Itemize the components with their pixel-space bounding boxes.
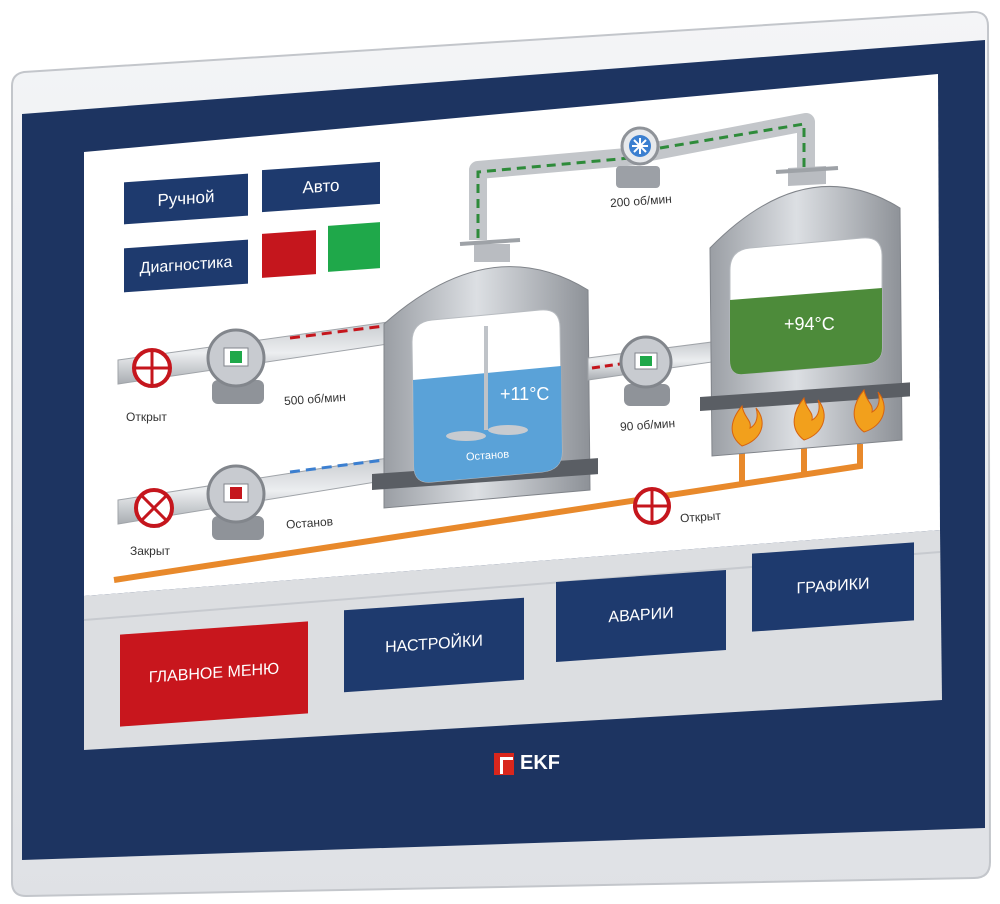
status-indicator-red	[262, 230, 316, 278]
brand-name: EKF	[520, 752, 560, 774]
right-tank-temperature: +94°C	[784, 314, 835, 334]
settings-button[interactable]: НАСТРОЙКИ	[344, 597, 524, 693]
valve-closed-icon[interactable]	[134, 488, 174, 528]
pump-running-icon[interactable]	[206, 328, 266, 404]
graphs-button[interactable]: ГРАФИКИ	[752, 542, 914, 632]
top-valve-status: Открыт	[126, 410, 167, 424]
gas-valve-open-icon[interactable]	[633, 487, 671, 525]
burner-flames	[731, 388, 885, 447]
transfer-pipe	[469, 113, 815, 240]
gas-valve-status: Открыт	[679, 508, 722, 526]
middle-pump-icon[interactable]	[619, 335, 673, 406]
right-tank	[700, 166, 910, 457]
auto-mode-button[interactable]: Авто	[262, 161, 380, 213]
gas-line	[113, 444, 863, 583]
alarms-button[interactable]: АВАРИИ	[556, 570, 726, 662]
status-indicator-green	[328, 222, 380, 272]
brand-mark-icon	[494, 752, 514, 775]
valve-open-icon[interactable]	[132, 348, 172, 388]
left-tank	[372, 238, 598, 509]
left-tank-temperature: +11°C	[500, 384, 550, 404]
bottom-valve-status: Закрыт	[130, 544, 170, 558]
pump-stopped-icon[interactable]	[206, 464, 266, 540]
brand-logo: EKF	[494, 752, 560, 775]
diagnostics-button[interactable]: Диагностика	[124, 239, 248, 293]
manual-mode-button[interactable]: Ручной	[124, 173, 248, 225]
fan-blower	[616, 126, 660, 188]
main-menu-button[interactable]: ГЛАВНОЕ МЕНЮ	[120, 621, 308, 727]
